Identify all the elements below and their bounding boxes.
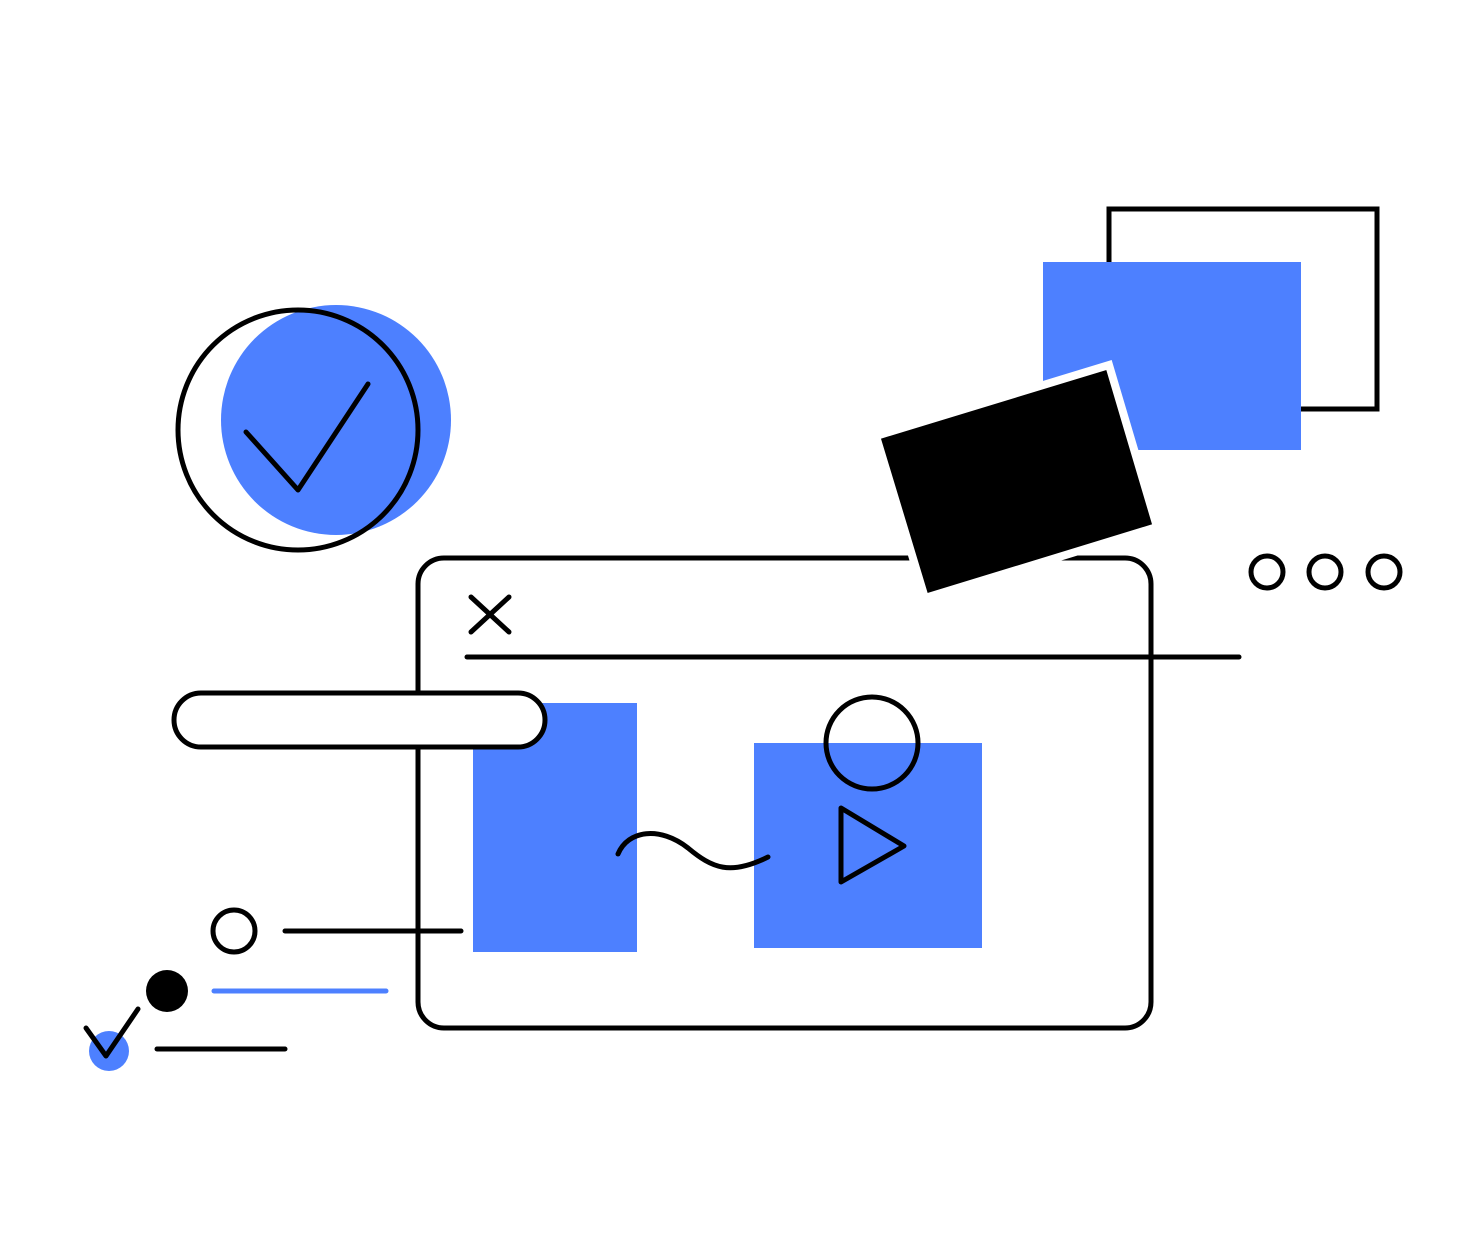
- tilted-black-card: [871, 359, 1162, 603]
- radio-filled-icon[interactable]: [146, 970, 188, 1012]
- content-block-right: [754, 743, 982, 948]
- avatar-circle: [823, 694, 921, 792]
- options-list: [83, 907, 464, 1071]
- checkbox-checked-icon[interactable]: [83, 1006, 141, 1071]
- check-circle-outline: [175, 307, 421, 553]
- close-icon[interactable]: [468, 594, 512, 635]
- radio-empty-icon[interactable]: [210, 907, 258, 955]
- check-mark: [243, 381, 371, 493]
- check-circle-fill: [221, 305, 451, 535]
- wave-connector-icon: [615, 831, 771, 871]
- search-pill-input[interactable]: [171, 690, 548, 750]
- app-window: [415, 555, 1242, 1031]
- more-dots-icon[interactable]: [1248, 553, 1403, 591]
- check-circle-icon: [175, 305, 451, 553]
- play-icon[interactable]: [838, 805, 907, 885]
